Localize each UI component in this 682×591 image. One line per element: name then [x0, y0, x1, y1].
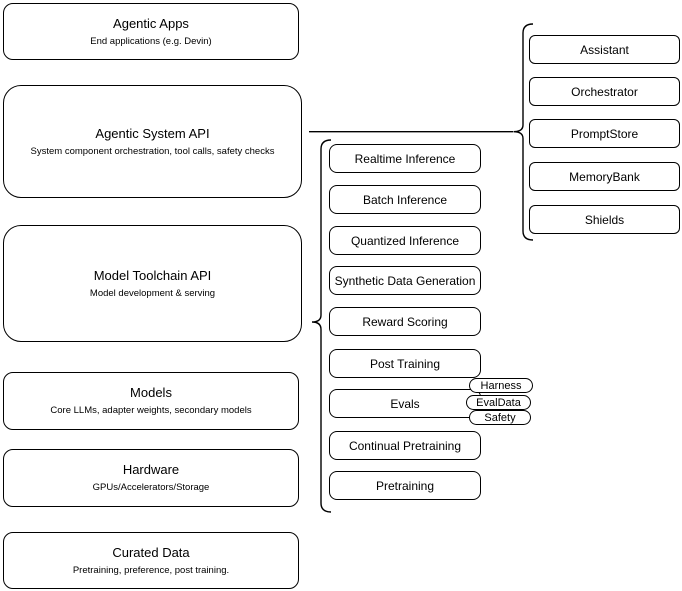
toolchain-item-pretraining: Pretraining — [329, 471, 481, 500]
box-hardware: Hardware GPUs/Accelerators/Storage — [3, 449, 299, 507]
toolchain-item-continual-pretraining: Continual Pretraining — [329, 431, 481, 460]
toolchain-item-reward-scoring: Reward Scoring — [329, 307, 481, 336]
box-models: Models Core LLMs, adapter weights, secon… — [3, 372, 299, 430]
system-item-shields: Shields — [529, 205, 680, 234]
system-item-assistant: Assistant — [529, 35, 680, 64]
box-subtitle: System component orchestration, tool cal… — [30, 145, 275, 157]
toolchain-item-evals: Evals — [329, 389, 481, 418]
box-title: Hardware — [122, 462, 180, 477]
box-model-toolchain-api: Model Toolchain API Model development & … — [3, 225, 302, 342]
box-subtitle: GPUs/Accelerators/Storage — [92, 482, 210, 493]
evals-tag-safety: Safety — [469, 410, 531, 425]
system-item-memorybank: MemoryBank — [529, 162, 680, 191]
evals-tag-harness: Harness — [469, 378, 533, 393]
toolchain-item-post-training: Post Training — [329, 349, 481, 378]
toolchain-item-quantized-inference: Quantized Inference — [329, 226, 481, 255]
system-item-orchestrator: Orchestrator — [529, 77, 680, 106]
box-title: Models — [130, 385, 172, 400]
box-title: Curated Data — [112, 544, 190, 560]
box-subtitle: Core LLMs, adapter weights, secondary mo… — [50, 405, 252, 416]
toolchain-item-synthetic-data-generation: Synthetic Data Generation — [329, 266, 481, 295]
box-agentic-apps: Agentic Apps End applications (e.g. Devi… — [3, 3, 299, 60]
box-agentic-system-api: Agentic System API System component orch… — [3, 85, 302, 198]
box-subtitle: Model development & serving — [89, 287, 216, 299]
box-curated-data: Curated Data Pretraining, preference, po… — [3, 532, 299, 589]
box-title: Agentic System API — [95, 125, 210, 141]
system-item-promptstore: PromptStore — [529, 119, 680, 148]
box-title: Model Toolchain API — [93, 267, 212, 283]
toolchain-item-realtime-inference: Realtime Inference — [329, 144, 481, 173]
box-subtitle: End applications (e.g. Devin) — [90, 35, 212, 47]
toolchain-item-batch-inference: Batch Inference — [329, 185, 481, 214]
box-title: Agentic Apps — [113, 15, 189, 31]
box-subtitle: Pretraining, preference, post training. — [72, 564, 230, 576]
evals-tag-evaldata: EvalData — [466, 395, 531, 410]
